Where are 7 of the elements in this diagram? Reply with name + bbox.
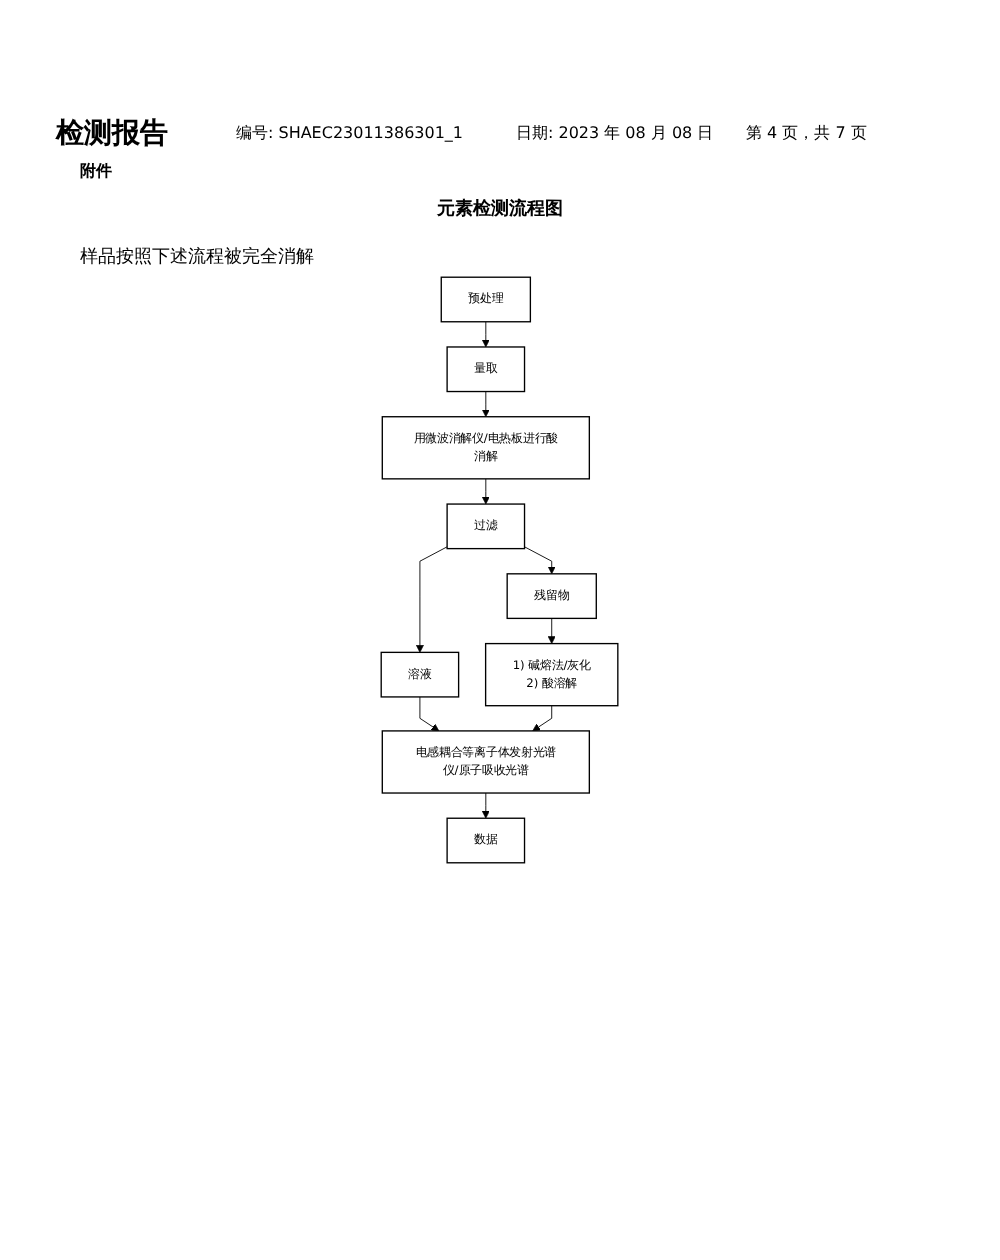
header-text: 第 4 页，共 7 页 <box>746 122 867 144</box>
header-text: 编号: SHAEC23011386301_1 <box>236 122 464 144</box>
diagram-title: 元素检测流程图 <box>435 196 565 222</box>
header-text: 附件 <box>80 160 112 182</box>
intro-text: 样品按照下述流程被完全消解 <box>80 245 314 270</box>
header-text: 检测报告 <box>56 116 168 152</box>
header-text: 日期: 2023 年 08 月 08 日 <box>516 122 714 144</box>
